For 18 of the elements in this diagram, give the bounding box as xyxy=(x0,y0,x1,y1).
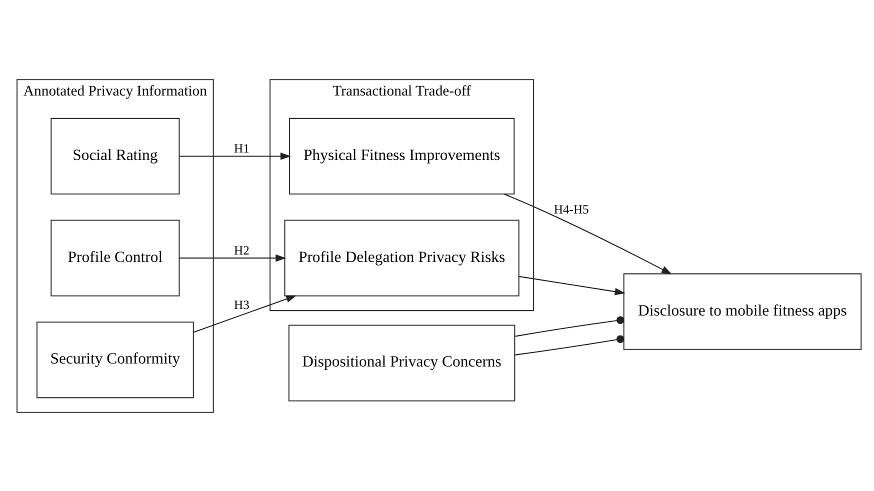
node-box: Social Rating xyxy=(50,117,180,194)
arrow xyxy=(504,193,672,274)
edge-label: H1 xyxy=(234,141,249,156)
arrow xyxy=(178,152,290,160)
edge-label: H2 xyxy=(234,243,249,258)
connector xyxy=(514,334,624,355)
arrow xyxy=(518,275,625,295)
node-box: Profile Delegation Privacy Risks xyxy=(284,219,519,296)
edge-label: H4-H5 xyxy=(553,202,588,216)
node-box: Profile Control xyxy=(50,219,180,296)
node-box: Physical Fitness Improvements xyxy=(288,117,514,194)
node-box: Dispositional Privacy Concerns xyxy=(288,324,515,401)
connector xyxy=(514,316,624,336)
arrow xyxy=(192,294,296,332)
node-box: Disclosure to mobile fitness apps xyxy=(622,272,862,350)
arrow xyxy=(178,254,286,262)
edge-label: H3 xyxy=(234,298,249,312)
node-box: Security Conformity xyxy=(36,321,194,398)
